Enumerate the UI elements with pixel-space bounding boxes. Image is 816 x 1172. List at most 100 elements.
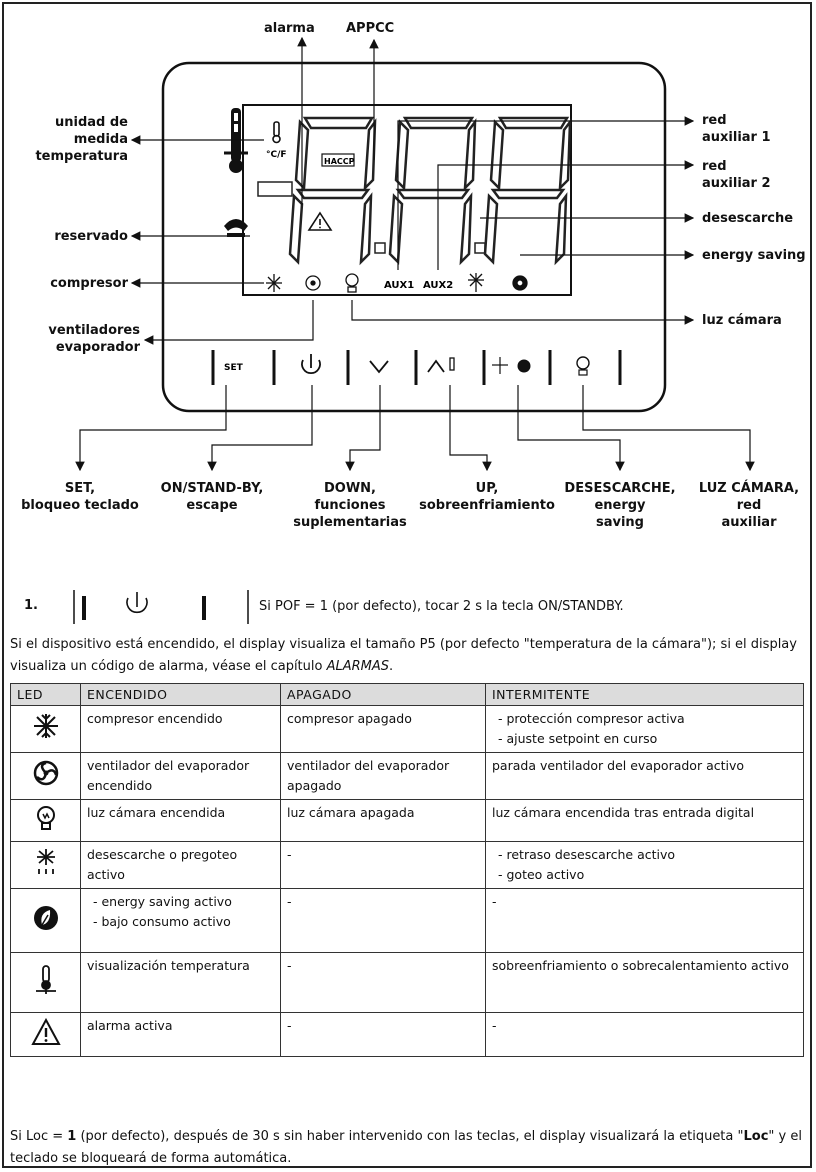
label-energy-saving: energy saving bbox=[702, 248, 806, 263]
label-compresor: compresor bbox=[50, 276, 128, 291]
lightbulb-icon bbox=[345, 273, 359, 293]
apagado-cell: - bbox=[280, 841, 486, 889]
energy-saving-icon bbox=[512, 275, 528, 291]
intermitente-cell: retraso desescarche activogoteo activo bbox=[485, 841, 804, 889]
cell-text: ventilador del evaporador encendido bbox=[87, 758, 250, 793]
encendido-cell: compresor encendido bbox=[80, 705, 281, 753]
snowflake-icon bbox=[266, 274, 282, 292]
apagado-cell: luz cámara apagada bbox=[280, 799, 486, 842]
aux2-led-label: AUX2 bbox=[423, 280, 453, 291]
cell-text: ventilador del evaporador apagado bbox=[287, 758, 450, 793]
table-row: ventilador del evaporador encendido venti… bbox=[10, 752, 804, 800]
phone-icon bbox=[224, 219, 248, 237]
cell-text: protección compresor activa bbox=[492, 709, 797, 729]
led-table: LED ENCENDIDO APAGADO INTERMITENTE compr… bbox=[10, 683, 804, 1057]
table-row: alarma activa -- bbox=[10, 1012, 804, 1057]
table-row: luz cámara encendida luz cámara apagada lu… bbox=[10, 799, 804, 842]
cell-text: compresor encendido bbox=[87, 711, 223, 726]
thermometer-icon bbox=[30, 964, 62, 999]
defrost-icon bbox=[31, 849, 61, 880]
cell-text: - bbox=[287, 847, 292, 862]
table-header-row: LED ENCENDIDO APAGADO INTERMITENTE bbox=[10, 683, 804, 706]
cell-text: alarma activa bbox=[87, 1018, 173, 1033]
set-key-label: SET bbox=[224, 363, 244, 373]
defrost-icon bbox=[468, 273, 484, 292]
haccp-label: HACCP bbox=[324, 157, 355, 166]
footer-paragraph: Si Loc = 1 (por defecto), después de 30 … bbox=[10, 1129, 802, 1166]
left-thermometer-icon bbox=[224, 108, 248, 173]
step-instruction: Si POF = 1 (por defecto), tocar 2 s la t… bbox=[259, 599, 624, 614]
cell-text: - bbox=[492, 1018, 497, 1033]
label-alarma: alarma bbox=[264, 21, 315, 36]
status-icons-row bbox=[266, 273, 528, 293]
caption-set: SET,bloqueo teclado bbox=[21, 481, 139, 513]
digit-2 bbox=[388, 116, 477, 266]
step-1: 1. Si POF = 1 (por defecto), tocar 2 s l… bbox=[14, 588, 804, 624]
cell-text: - bbox=[287, 894, 292, 909]
unit-label: °C/F bbox=[266, 150, 287, 160]
intermitente-cell: - bbox=[485, 1012, 804, 1057]
table-row: compresor encendido compresor apagado prot… bbox=[10, 705, 804, 753]
apagado-cell: ventilador del evaporador apagado bbox=[280, 752, 486, 800]
cell-text: luz cámara encendida tras entrada digita… bbox=[492, 805, 755, 820]
cell-text: goteo activo bbox=[492, 865, 797, 885]
encendido-cell: alarma activa bbox=[80, 1012, 281, 1057]
table-row: energy saving activobajo consumo activo-… bbox=[10, 888, 804, 953]
apagado-cell: - bbox=[280, 1012, 486, 1057]
apagado-cell: - bbox=[280, 888, 486, 953]
cell-text: visualización temperatura bbox=[87, 958, 250, 973]
cell-text: luz cámara encendida bbox=[87, 805, 226, 820]
cell-text: energy saving activo bbox=[87, 892, 274, 912]
controller-diagram: °C/F HACCP AUX1 AUX2 bbox=[75, 36, 755, 472]
apagado-cell: - bbox=[280, 952, 486, 1013]
col-led: LED bbox=[10, 683, 81, 706]
intro-paragraph: Si el dispositivo está encendido, el dis… bbox=[10, 637, 797, 674]
cell-text: desescarche o pregoteo activo bbox=[87, 847, 238, 882]
lightbulb-icon bbox=[32, 805, 60, 835]
on-standby-key-illustration bbox=[73, 590, 249, 624]
col-intermitente: INTERMITENTE bbox=[485, 683, 804, 706]
step-number: 1. bbox=[24, 598, 38, 613]
led-icon-cell bbox=[10, 799, 81, 842]
snowflake-icon bbox=[32, 714, 60, 743]
intermitente-cell: protección compresor activaajuste setpoi… bbox=[485, 705, 804, 753]
encendido-cell: luz cámara encendida bbox=[80, 799, 281, 842]
caption-up: UP,sobreenfriamiento bbox=[419, 481, 555, 513]
cell-text: parada ventilador del evaporador activo bbox=[492, 758, 745, 773]
led-icon-cell bbox=[10, 841, 81, 889]
label-desescarche: desescarche bbox=[702, 211, 794, 226]
intermitente-cell: sobreenfriamiento o sobrecalentamiento a… bbox=[485, 952, 804, 1013]
led-icon-cell bbox=[10, 752, 81, 800]
cell-text: compresor apagado bbox=[287, 711, 412, 726]
encendido-cell: ventilador del evaporador encendido bbox=[80, 752, 281, 800]
fan-icon bbox=[305, 275, 321, 291]
keypad bbox=[211, 350, 622, 385]
cell-text: bajo consumo activo bbox=[87, 912, 274, 932]
cell-text: sobreenfriamiento o sobrecalentamiento a… bbox=[492, 958, 789, 973]
intermitente-cell: luz cámara encendida tras entrada digita… bbox=[485, 799, 804, 842]
led-icon-cell bbox=[10, 705, 81, 753]
led-icon-cell bbox=[10, 888, 81, 953]
fan-icon bbox=[32, 760, 60, 790]
encendido-cell: desescarche o pregoteo activo bbox=[80, 841, 281, 889]
cell-text: ajuste setpoint en curso bbox=[492, 729, 797, 749]
caption-on-standby: ON/STAND-BY,escape bbox=[160, 481, 264, 513]
thermometer-icon bbox=[272, 121, 281, 144]
col-apagado: APAGADO bbox=[280, 683, 486, 706]
cell-text: - bbox=[492, 894, 497, 909]
encendido-cell: energy saving activobajo consumo activo bbox=[80, 888, 281, 953]
power-icon bbox=[126, 597, 148, 614]
energy-saving-icon bbox=[31, 905, 61, 936]
col-encendido: ENCENDIDO bbox=[80, 683, 281, 706]
led-icon-cell bbox=[10, 952, 81, 1013]
apagado-cell: compresor apagado bbox=[280, 705, 486, 753]
digit-3 bbox=[483, 116, 572, 266]
